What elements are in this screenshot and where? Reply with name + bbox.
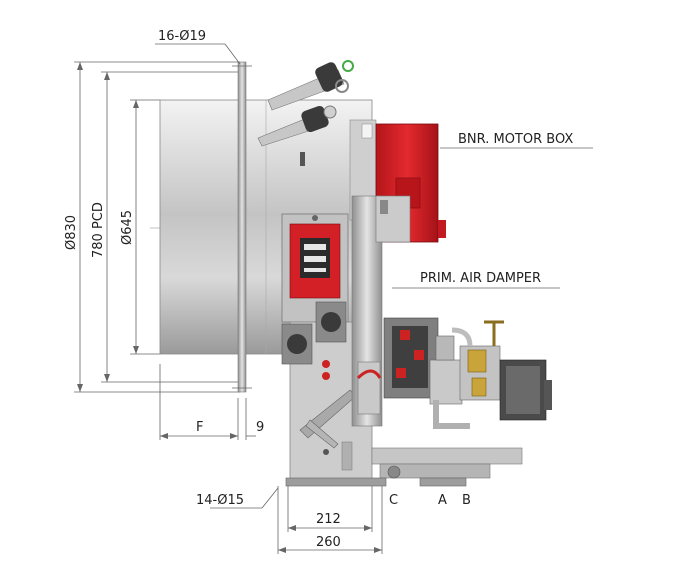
dimension-645 bbox=[130, 99, 160, 355]
dimension-212 bbox=[287, 486, 373, 532]
mounting-flange bbox=[237, 61, 247, 393]
dim-260-label: 260 bbox=[316, 535, 341, 550]
bolt-holes-label: 16-Ø19 bbox=[158, 29, 206, 44]
air-damper-label: PRIM. AIR DAMPER bbox=[420, 271, 541, 286]
dimension-830 bbox=[74, 61, 240, 393]
dimension-f bbox=[159, 364, 256, 440]
pcd-label: 780 PCD bbox=[91, 202, 106, 258]
dia-outer-label: Ø830 bbox=[64, 215, 79, 250]
dim-212-label: 212 bbox=[316, 512, 341, 527]
base-frame bbox=[285, 447, 523, 487]
pump-valve-assembly bbox=[383, 317, 552, 429]
base-holes-label: 14-Ø15 bbox=[196, 493, 244, 508]
dimension-260 bbox=[277, 486, 383, 554]
ignition-electrodes bbox=[257, 60, 354, 147]
dia-inner-label: Ø645 bbox=[120, 210, 135, 245]
tube-slot bbox=[300, 152, 305, 166]
point-a-label: A bbox=[438, 493, 447, 508]
dimension-780pcd bbox=[101, 71, 240, 383]
motor-box-label: BNR. MOTOR BOX bbox=[458, 132, 573, 147]
point-c-label: C bbox=[389, 493, 398, 508]
dim-f-label: F bbox=[196, 420, 203, 435]
dim-9-label: 9 bbox=[256, 420, 264, 435]
air-damper bbox=[351, 195, 411, 427]
point-b-label: B bbox=[462, 493, 471, 508]
